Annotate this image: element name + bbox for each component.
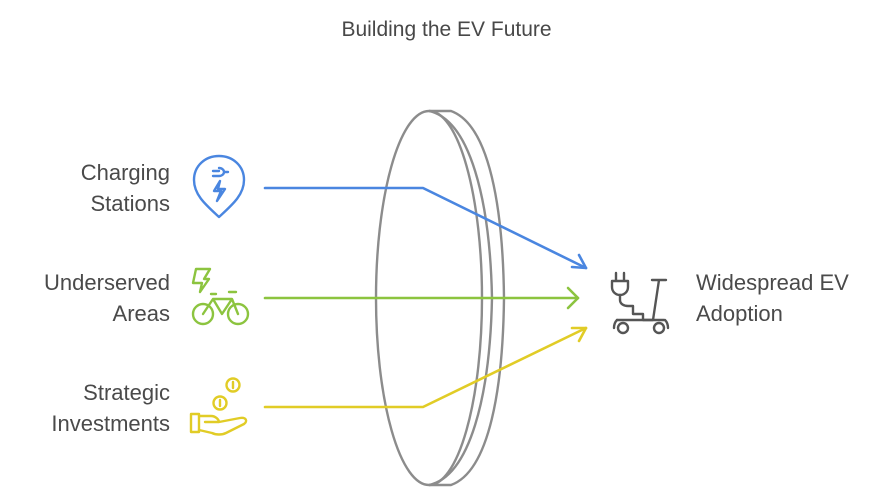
label-line: Adoption bbox=[696, 301, 783, 326]
label-line: Widespread EV bbox=[696, 270, 849, 295]
label-line: Underserved bbox=[44, 270, 170, 295]
label-line: Charging bbox=[80, 160, 170, 185]
hand-coins-icon bbox=[189, 377, 248, 436]
label-line: Strategic bbox=[83, 380, 170, 405]
diagram-title: Building the EV Future bbox=[341, 18, 552, 41]
flow-line-charging-stations bbox=[263, 186, 588, 270]
flow-line-strategic-investments bbox=[263, 326, 588, 409]
electric-scooter-icon bbox=[610, 271, 670, 335]
arrowhead-icon bbox=[566, 286, 580, 310]
electric-bike-icon bbox=[191, 267, 250, 326]
label-line: Investments bbox=[51, 411, 170, 436]
label-line: Stations bbox=[90, 191, 171, 216]
input-label-strategic-investments: Strategic Investments bbox=[0, 377, 170, 439]
label-line: Areas bbox=[112, 301, 170, 326]
input-label-underserved-areas: Underserved Areas bbox=[0, 267, 170, 329]
charging-pin-icon bbox=[192, 154, 246, 219]
arrowhead-icon bbox=[570, 253, 588, 270]
input-label-charging-stations: Charging Stations bbox=[0, 157, 170, 219]
arrowhead-icon bbox=[570, 326, 588, 343]
output-label-widespread-ev-adoption: Widespread EV Adoption bbox=[696, 267, 886, 329]
